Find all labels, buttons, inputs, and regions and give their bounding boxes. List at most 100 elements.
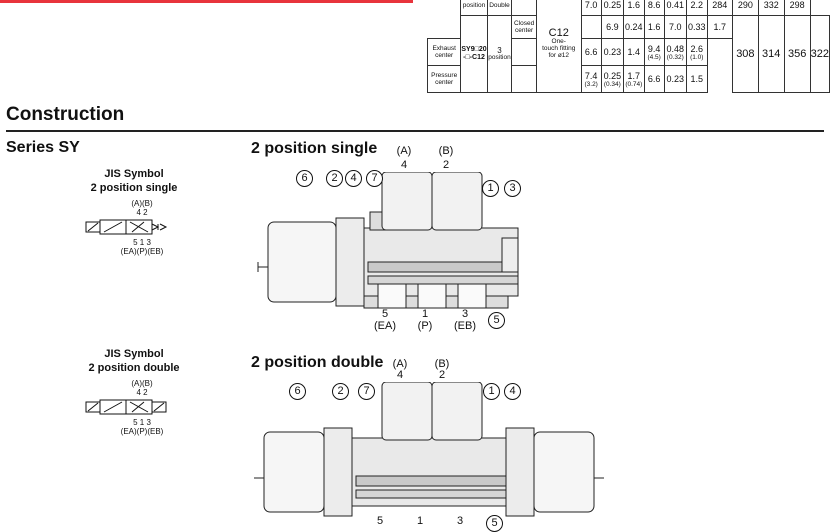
bottom-right-1: 314 <box>757 15 785 93</box>
cell-r3-c3b: (0.74) <box>625 80 643 88</box>
diag2-top-b-num: 2 <box>438 369 446 381</box>
blank-cell <box>511 0 537 16</box>
jis1-symbol <box>85 219 168 235</box>
cell-r2-c2: 0.23 <box>600 38 625 66</box>
diag1-top-a-num: 4 <box>400 159 408 171</box>
blank-cell <box>511 38 537 66</box>
jis1-title1: JIS Symbol <box>104 168 164 180</box>
blank-cell <box>511 65 537 93</box>
cell-r0-c1: 7.0 <box>580 0 602 16</box>
spec-table: position Double C12 One- touch fitting f… <box>426 0 830 93</box>
cell-r3-c2b: (0.34) <box>603 80 621 88</box>
fitting-cell: C12 One- touch fitting for ø12 <box>535 0 582 93</box>
jis2-ports-bot2: (EA)(P)(EB) <box>120 427 164 436</box>
model-name: SY9□20 <box>461 46 487 53</box>
cell-r3-c6: 1.5 <box>685 65 708 93</box>
diag2-bot-1: 1 <box>416 515 424 527</box>
diag1-callout-4: 4 <box>345 170 362 187</box>
bottom-right-3: 322 <box>809 15 830 93</box>
cell-r3-c1: 7.4 <box>584 70 598 81</box>
diag1-bot-3: 3 <box>461 308 469 320</box>
cell-r0-c5: 0.41 <box>663 0 687 16</box>
diag1-top-a: (A) <box>396 145 412 157</box>
diag1-bot-1-name: (P) <box>417 320 433 332</box>
cell-r1-c3: 1.6 <box>643 15 665 39</box>
blank-cell <box>580 15 602 39</box>
cell-r3-c2: 0.25 <box>603 70 622 81</box>
diag1-valve-drawing <box>257 172 519 309</box>
cell-r2-c5: 0.48 <box>666 43 685 54</box>
top-right-3: 298 <box>783 0 811 16</box>
section-divider <box>6 130 824 132</box>
diag2-title: 2 position double <box>251 354 384 371</box>
cell-r2-c3: 1.4 <box>623 38 645 66</box>
diag2-top-a-num: 4 <box>396 369 404 381</box>
diag1-callout-2: 2 <box>326 170 343 187</box>
model-suffix: -□-C12 <box>463 54 485 61</box>
cell-r3-c4: 6.6 <box>643 65 665 93</box>
diag1-bot-5-name: (EA) <box>374 320 396 332</box>
cell-r2-c4: 9.4 <box>647 43 661 54</box>
bottom-right-2: 356 <box>783 15 811 93</box>
fitting-desc-2: touch fitting <box>542 45 576 52</box>
position3-label: position <box>488 54 511 61</box>
double-label: Double <box>486 0 513 16</box>
jis2-title1: JIS Symbol <box>104 348 164 360</box>
diag1-callout-7: 7 <box>366 170 383 187</box>
model-cell-top <box>427 0 462 39</box>
cell-r2-c4b: (4.5) <box>647 53 661 61</box>
bottom-right-0: 308 <box>731 15 759 93</box>
section-heading: Construction <box>6 104 125 125</box>
jis2-ports-bot1: 5 1 3 <box>133 418 151 427</box>
cell-r0-c4: 8.6 <box>643 0 665 16</box>
cell-r3-c5: 0.23 <box>663 65 687 93</box>
diag1-bot-3-name: (EB) <box>454 320 476 332</box>
cell-r2-c1: 6.6 <box>580 38 602 66</box>
top-right-0: 284 <box>706 0 733 16</box>
cell-r2-c5b: (0.32) <box>666 53 684 61</box>
jis2-title2: 2 position double <box>88 362 180 374</box>
diag2-callout-7: 7 <box>358 383 375 400</box>
diag2-bot-3: 3 <box>456 515 464 527</box>
diag2-callout-5: 5 <box>486 515 503 532</box>
jis1-ports-bot2: (EA)(P)(EB) <box>120 247 164 256</box>
model-cell: SY9□20 -□-C12 <box>460 15 488 93</box>
series-title: Series SY <box>6 139 80 156</box>
jis1-ports-bot1: 5 1 3 <box>133 238 151 247</box>
diag2-callout-4: 4 <box>504 383 521 400</box>
top-right-2: 332 <box>757 0 785 16</box>
jis1-title2: 2 position single <box>90 182 178 194</box>
cell-r0-c6: 2.2 <box>685 0 708 16</box>
header-red-bar <box>0 0 413 3</box>
diag2-top-a: (A) <box>392 358 408 370</box>
cell-r2-c6: 2.6 <box>690 43 704 54</box>
diag2-top-b: (B) <box>434 358 450 370</box>
cell-r1-c4: 7.0 <box>663 15 687 39</box>
diag1-callout-6: 6 <box>296 170 313 187</box>
cell-r1-c1: 6.9 <box>600 15 625 39</box>
fitting-desc-1: One- <box>551 38 566 45</box>
diag1-callout-3: 3 <box>504 180 521 197</box>
cell-r2-c6b: (1.0) <box>690 53 704 61</box>
diag2-callout-2: 2 <box>332 383 349 400</box>
jis2-ports-top2: 4 2 <box>136 388 148 397</box>
diag2-callout-1: 1 <box>483 383 500 400</box>
jis2-ports-top1: (A)(B) <box>131 379 153 388</box>
jis1-ports-top1: (A)(B) <box>131 199 153 208</box>
cell-r0-c3: 1.6 <box>623 0 645 16</box>
cell-r3-c1b: (3.2) <box>584 80 598 88</box>
diag1-title: 2 position single <box>251 140 378 157</box>
cell-r0-c2: 0.25 <box>600 0 625 16</box>
cell-r1-c2: 0.24 <box>623 15 645 39</box>
diag1-top-b-num: 2 <box>442 159 450 171</box>
diag1-bot-1: 1 <box>421 308 429 320</box>
cell-r1-c5: 0.33 <box>685 15 708 39</box>
three-label: 3 <box>497 46 502 55</box>
diag1-top-b: (B) <box>438 145 454 157</box>
diag1-callout-5: 5 <box>488 312 505 329</box>
top-right-1: 290 <box>731 0 759 16</box>
diag2-callout-6: 6 <box>289 383 306 400</box>
diag2-valve-drawing <box>254 382 604 517</box>
position-label: position <box>460 0 488 16</box>
diag2-bot-5: 5 <box>376 515 384 527</box>
